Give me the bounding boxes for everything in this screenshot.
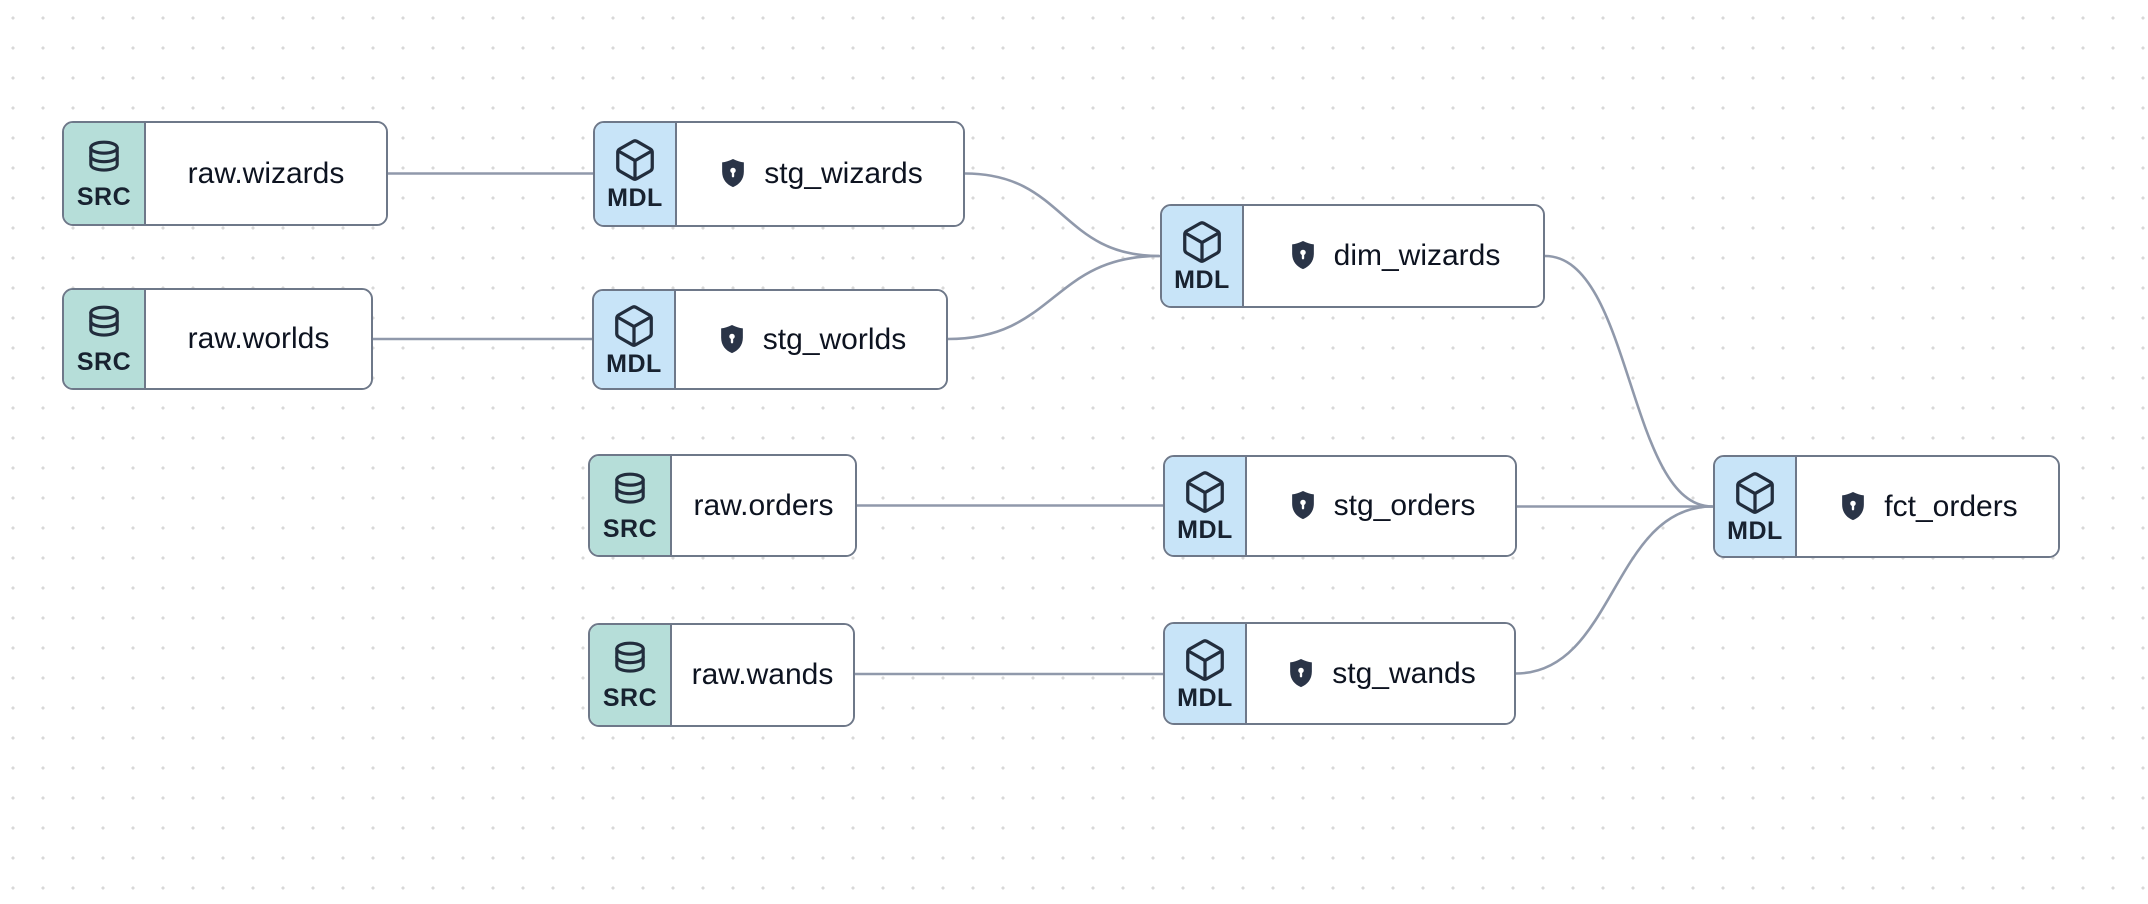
model-badge: MDL bbox=[595, 123, 677, 225]
shield-lock-icon bbox=[1291, 490, 1314, 520]
node-raw-worlds[interactable]: SRC raw.worlds bbox=[62, 288, 373, 390]
source-badge: SRC bbox=[64, 290, 146, 388]
node-label: stg_worlds bbox=[762, 322, 907, 356]
shield-lock-icon bbox=[1291, 240, 1314, 270]
edge-stg_wizards-dim_wizards bbox=[963, 172, 1161, 258]
badge-label: MDL bbox=[606, 349, 662, 378]
model-badge: MDL bbox=[1165, 624, 1247, 723]
database-icon bbox=[615, 641, 645, 673]
node-body: fct_orders bbox=[1797, 457, 2058, 556]
cube-icon bbox=[1186, 471, 1224, 513]
database-icon bbox=[615, 472, 645, 504]
node-body: dim_wizards bbox=[1244, 206, 1543, 306]
node-label: dim_wizards bbox=[1333, 239, 1501, 272]
model-badge: MDL bbox=[594, 291, 676, 388]
edge-stg_wands-fct_orders bbox=[1514, 505, 1714, 675]
node-body: raw.wands bbox=[672, 625, 853, 725]
node-label: stg_wands bbox=[1332, 656, 1476, 690]
node-body: raw.orders bbox=[672, 456, 855, 555]
node-body: stg_worlds bbox=[676, 291, 946, 388]
cube-icon bbox=[616, 139, 654, 181]
database-icon bbox=[89, 140, 119, 172]
badge-label: SRC bbox=[76, 182, 132, 211]
node-label: raw.wizards bbox=[187, 156, 345, 190]
node-body: raw.wizards bbox=[146, 123, 386, 224]
node-label: raw.orders bbox=[693, 488, 834, 522]
node-label: stg_wizards bbox=[764, 157, 923, 190]
edge-dim_wizards-fct_orders bbox=[1543, 254, 1714, 508]
node-raw-wizards[interactable]: SRC raw.wizards bbox=[62, 121, 388, 226]
badge-label: MDL bbox=[1177, 516, 1233, 544]
shield-lock-icon bbox=[1290, 658, 1313, 687]
edge-stg_worlds-dim_wizards bbox=[946, 254, 1161, 341]
model-badge: MDL bbox=[1715, 457, 1797, 556]
shield-lock-icon bbox=[1842, 491, 1865, 520]
node-label: raw.wands bbox=[691, 658, 834, 691]
badge-label: MDL bbox=[1727, 516, 1783, 545]
source-badge: SRC bbox=[590, 456, 672, 555]
shield-lock-icon bbox=[720, 324, 743, 353]
node-raw-wands[interactable]: SRC raw.wands bbox=[588, 623, 855, 727]
database-icon bbox=[89, 305, 119, 337]
badge-label: SRC bbox=[76, 348, 132, 376]
shield-lock-icon bbox=[722, 158, 745, 188]
node-label: raw.worlds bbox=[187, 322, 330, 355]
node-label: stg_orders bbox=[1333, 489, 1476, 522]
node-stg-wands[interactable]: MDL stg_wands bbox=[1163, 622, 1516, 725]
node-label: fct_orders bbox=[1884, 489, 2018, 523]
model-badge: MDL bbox=[1165, 457, 1247, 555]
node-stg-wizards[interactable]: MDL stg_wizards bbox=[593, 121, 965, 227]
node-body: stg_orders bbox=[1247, 457, 1515, 555]
badge-label: MDL bbox=[607, 184, 663, 212]
node-body: raw.worlds bbox=[146, 290, 371, 388]
model-badge: MDL bbox=[1162, 206, 1244, 306]
cube-icon bbox=[1736, 471, 1774, 514]
node-dim-wizards[interactable]: MDL dim_wizards bbox=[1160, 204, 1545, 308]
node-raw-orders[interactable]: SRC raw.orders bbox=[588, 454, 857, 557]
node-body: stg_wizards bbox=[677, 123, 963, 225]
cube-icon bbox=[615, 304, 653, 347]
cube-icon bbox=[1186, 638, 1224, 681]
cube-icon bbox=[1183, 221, 1221, 263]
node-fct-orders[interactable]: MDL fct_orders bbox=[1713, 455, 2060, 558]
source-badge: SRC bbox=[64, 123, 146, 224]
node-stg-orders[interactable]: MDL stg_orders bbox=[1163, 455, 1517, 557]
node-stg-worlds[interactable]: MDL stg_worlds bbox=[592, 289, 948, 390]
source-badge: SRC bbox=[590, 625, 672, 725]
node-body: stg_wands bbox=[1247, 624, 1514, 723]
badge-label: MDL bbox=[1174, 266, 1230, 294]
badge-label: SRC bbox=[602, 684, 658, 712]
badge-label: MDL bbox=[1177, 683, 1233, 712]
badge-label: SRC bbox=[602, 514, 658, 543]
